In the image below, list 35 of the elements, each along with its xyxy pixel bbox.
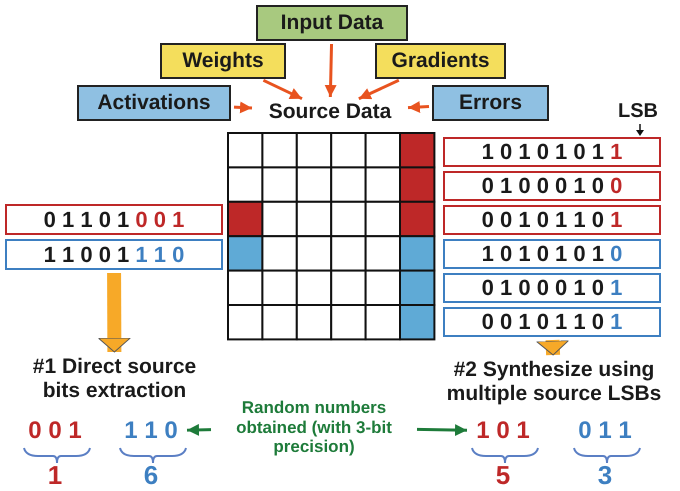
arrow bbox=[234, 101, 252, 114]
text-label: Random numbers obtained (with 3-bit precision) bbox=[214, 398, 414, 457]
text-label: #1 Direct source bits extraction bbox=[12, 355, 217, 404]
arrow bbox=[186, 424, 212, 436]
category-box: Activations bbox=[77, 85, 231, 121]
arrow bbox=[358, 78, 400, 100]
text-label: LSB bbox=[618, 100, 659, 124]
number-label: 5 bbox=[494, 460, 512, 490]
category-box: Gradients bbox=[375, 43, 506, 79]
category-box: Errors bbox=[432, 85, 549, 121]
arrow bbox=[416, 424, 468, 436]
arrow bbox=[408, 101, 430, 113]
bit-string-box: 0 1 1 0 1 0 0 1 bbox=[5, 204, 223, 235]
bit-string-box: 0 0 1 0 1 1 0 1 bbox=[443, 307, 661, 337]
number-label: 1 bbox=[46, 460, 64, 490]
bit-string-box: 0 1 0 0 0 1 0 1 bbox=[443, 273, 661, 303]
category-box: Weights bbox=[160, 43, 286, 79]
bit-string-box: 1 0 1 0 1 0 1 0 bbox=[443, 239, 661, 269]
bit-string-box: 0 1 0 0 0 1 0 0 bbox=[443, 171, 661, 201]
category-box: Input Data bbox=[256, 5, 408, 41]
number-label: 6 bbox=[142, 460, 160, 490]
text-label: Source Data bbox=[255, 100, 405, 124]
text-label: #2 Synthesize using multiple source LSBs bbox=[428, 358, 680, 406]
bit-group: 0 1 1 bbox=[572, 416, 638, 446]
bit-group: 1 1 0 bbox=[118, 416, 184, 446]
block-arrow bbox=[98, 272, 131, 352]
bit-group: 0 0 1 bbox=[22, 416, 88, 446]
bit-string-box: 1 0 1 0 1 0 1 1 bbox=[443, 137, 661, 167]
bit-group: 1 0 1 bbox=[470, 416, 536, 446]
arrow bbox=[324, 44, 337, 98]
block-arrow bbox=[536, 340, 570, 356]
bit-string-box: 0 0 1 0 1 1 0 1 bbox=[443, 205, 661, 235]
number-label: 3 bbox=[596, 460, 614, 490]
bit-string-box: 1 1 0 0 1 1 1 0 bbox=[5, 239, 223, 270]
arrow bbox=[262, 78, 303, 100]
